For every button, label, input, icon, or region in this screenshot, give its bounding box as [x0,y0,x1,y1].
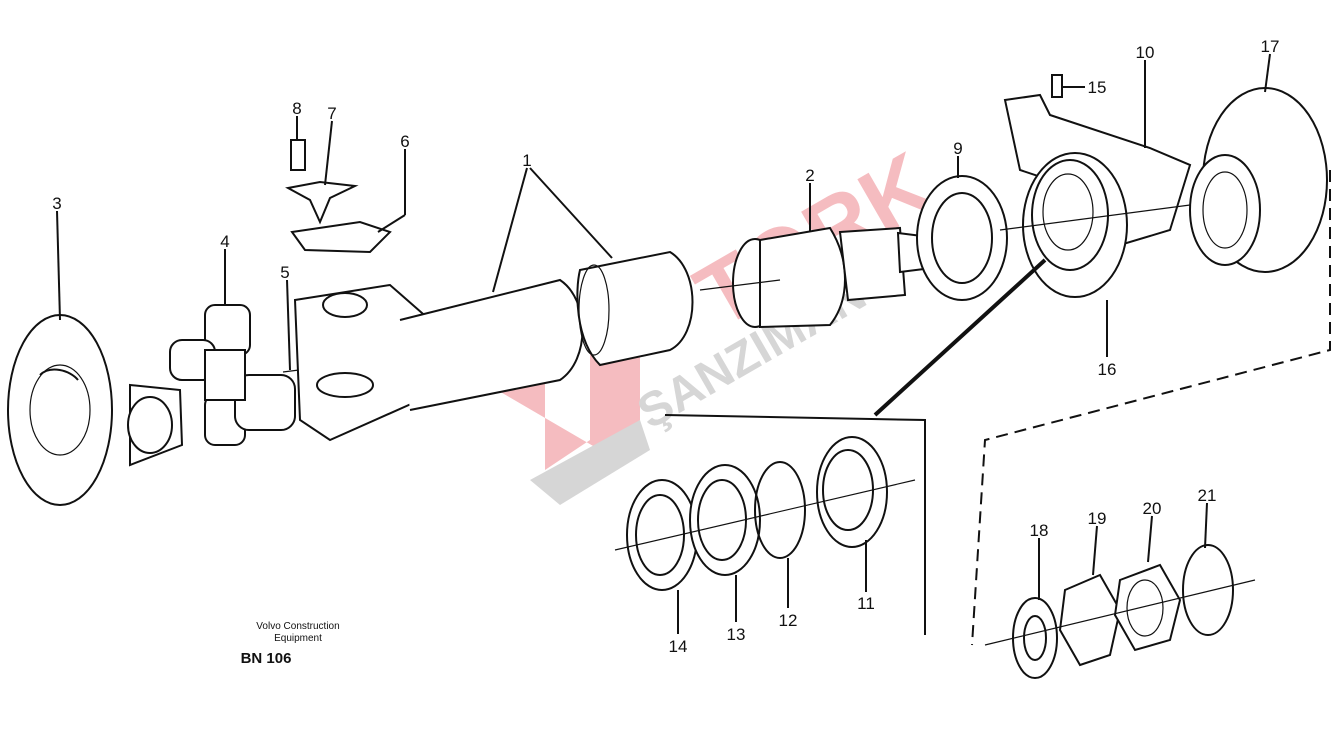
leader-lines [56,53,1271,634]
part-3-flange [7,314,184,506]
callout-19: 19 [1088,509,1107,528]
part-1-tube [399,250,694,411]
part-17-flange [1189,87,1328,273]
callout-15: 15 [1088,78,1107,97]
callout-11: 11 [857,594,875,613]
callout-6: 6 [400,132,409,151]
callout-13: 13 [727,625,746,644]
nut-kit [984,544,1256,679]
part-6-plate [290,220,392,254]
publisher-caption: Volvo Construction Equipment [228,621,368,645]
callout-12: 12 [779,611,798,630]
part-7-lock-plate [285,180,359,225]
publisher-line-1: Volvo Construction [256,621,340,632]
callout-1: 1 [522,151,531,170]
part-4-universal-joint [169,304,296,446]
callout-20: 20 [1143,499,1162,518]
callout-17: 17 [1261,37,1280,56]
bearing-kit [614,436,916,591]
callout-2: 2 [805,166,814,185]
callout-18: 18 [1030,521,1049,540]
part-2-spline-shaft [699,226,934,329]
callout-21: 21 [1198,486,1217,505]
publisher-line-2: Equipment [274,633,322,644]
callout-3: 3 [52,194,61,213]
part-yoke [293,283,432,442]
callout-16: 16 [1098,360,1117,379]
callout-5: 5 [280,263,289,282]
callout-8: 8 [292,99,301,118]
callout-10: 10 [1136,43,1155,62]
callout-7: 7 [327,104,336,123]
callout-4: 4 [220,232,229,251]
callout-14: 14 [669,637,688,656]
diagram-code: BN 106 [240,650,292,667]
part-8-bolt [290,139,306,171]
callout-9: 9 [953,139,962,158]
part-10-bearing-housing [1003,74,1192,298]
part-9-washer [916,175,1008,301]
